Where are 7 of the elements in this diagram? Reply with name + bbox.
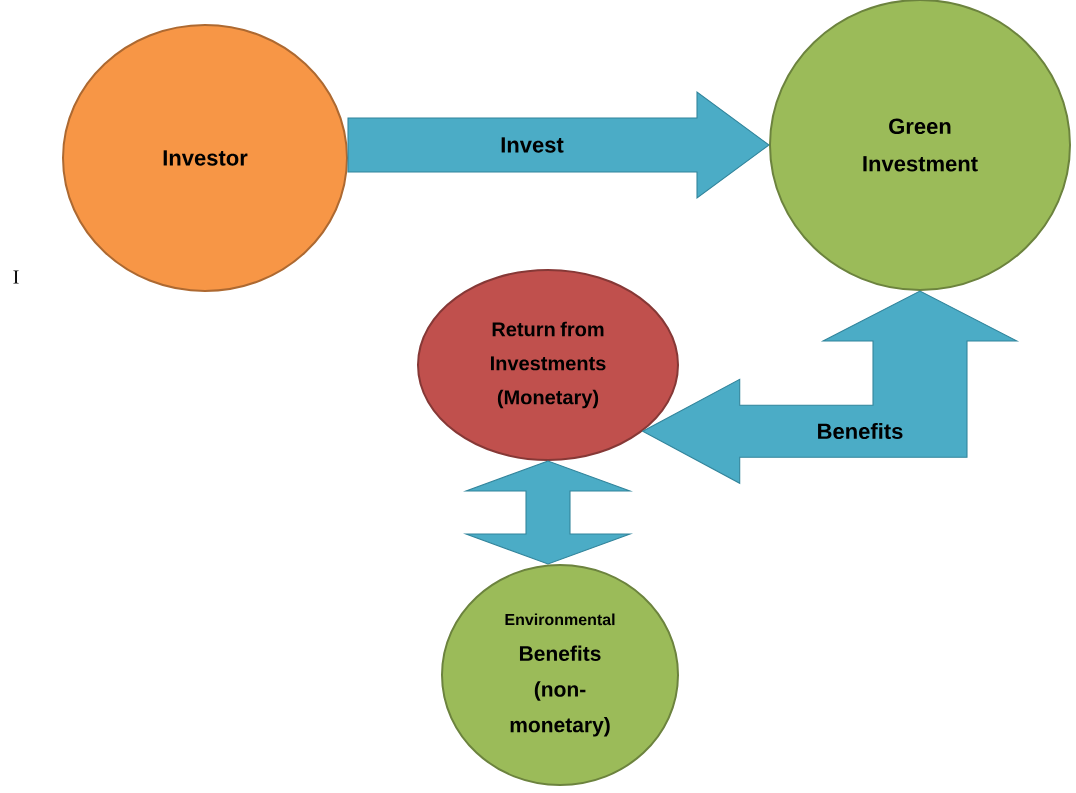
stray-letter: I (13, 270, 19, 284)
ellipse-node: Return from Investments (Monetary) (417, 269, 679, 461)
ellipse-node: Green Investment (769, 0, 1071, 291)
block-arrow (463, 460, 633, 565)
block-arrow (347, 90, 770, 200)
ellipse-node: Environmental Benefits (non-monetary) (441, 564, 679, 786)
ellipse-node: Investor (62, 24, 348, 292)
